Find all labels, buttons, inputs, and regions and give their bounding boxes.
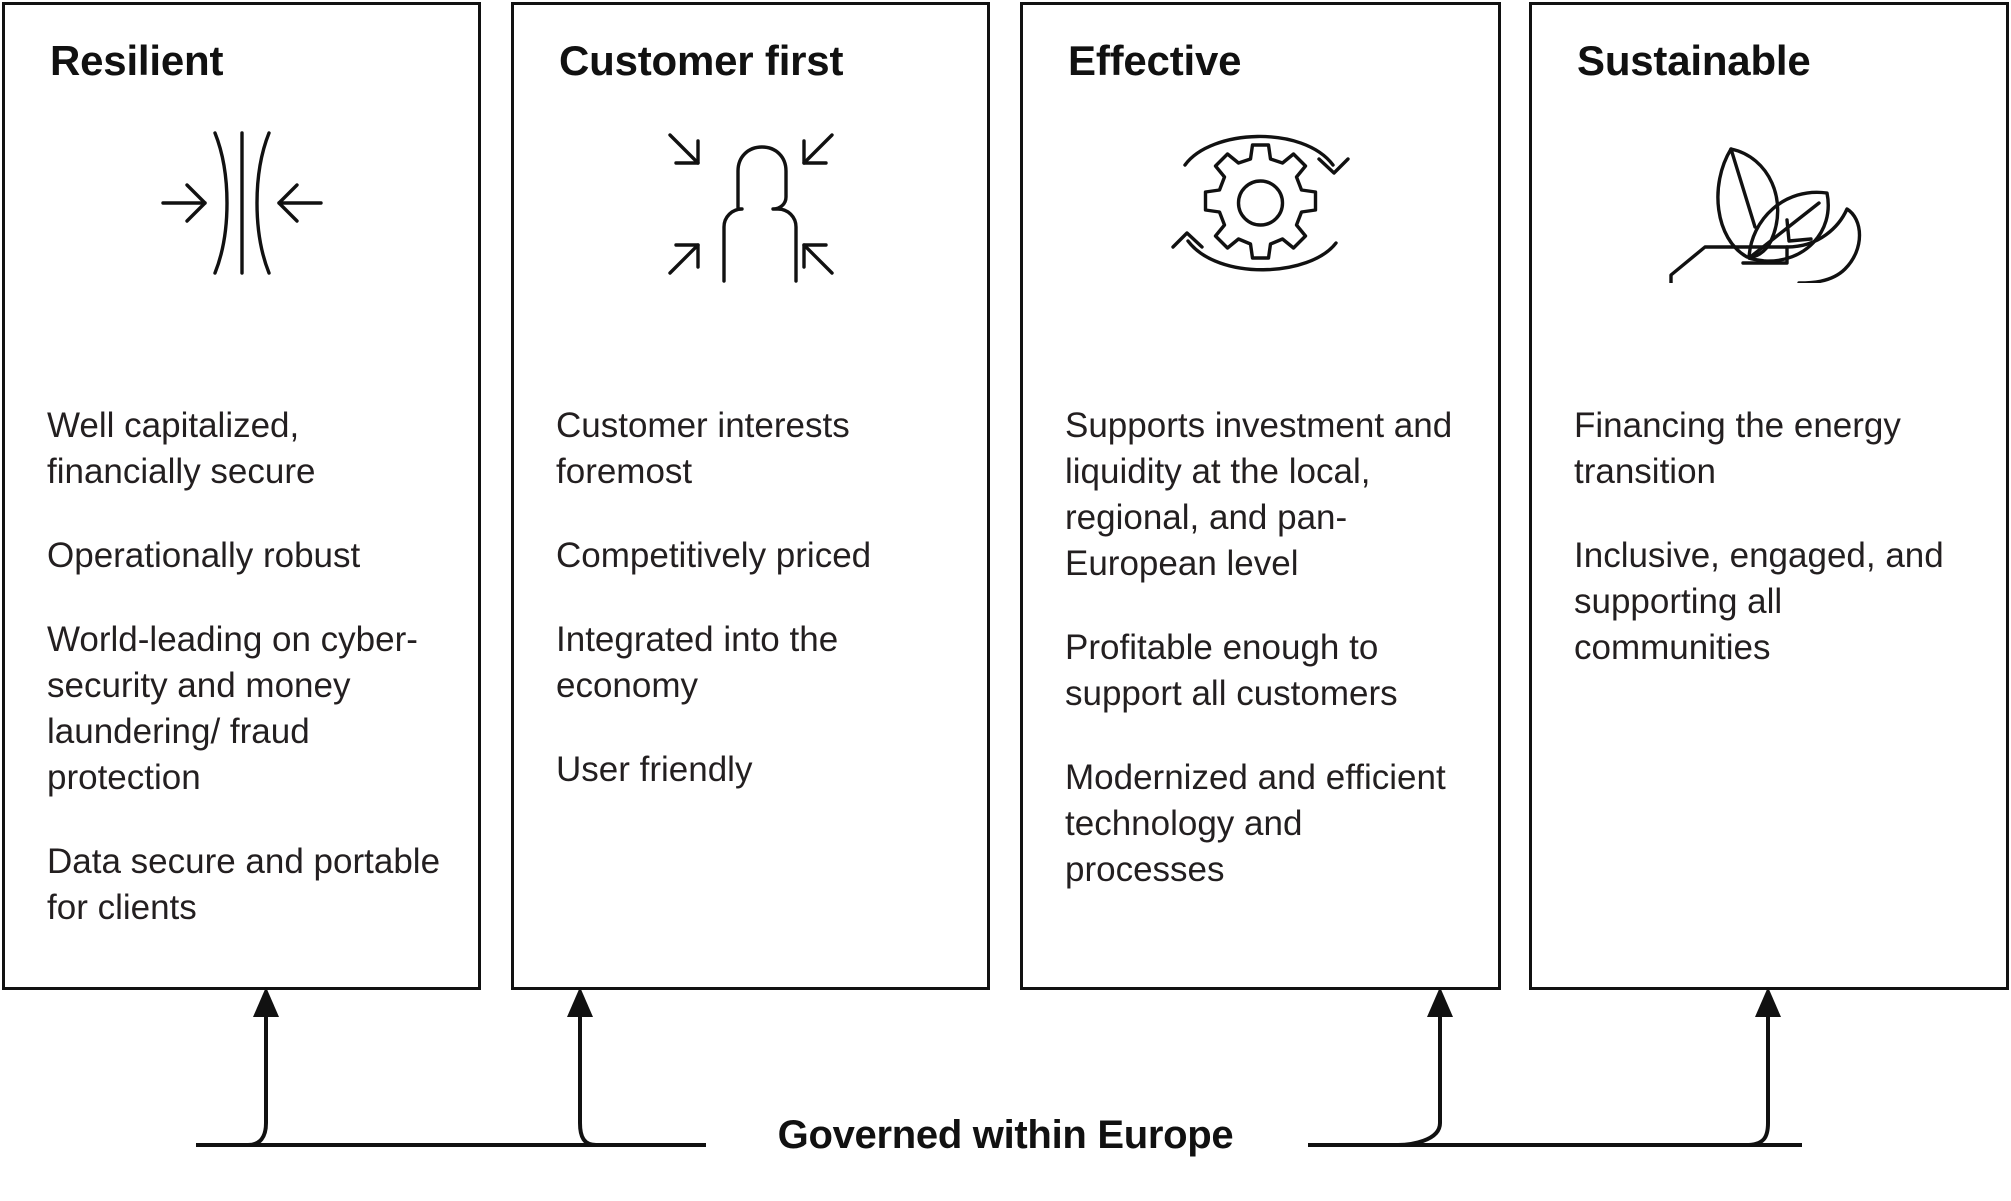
pillar-points-list: Customer interests foremost Competitivel… <box>556 403 963 793</box>
pillar-point: User friendly <box>556 750 753 789</box>
pillar-point: Modernized and efficient technology and … <box>1065 758 1446 889</box>
pillar-title: Sustainable <box>1577 37 1811 84</box>
pillar-point: Data secure and portable for clients <box>47 842 441 927</box>
governance-arrow-to-sustainable <box>1745 987 1781 1147</box>
pillar-point: Competitively priced <box>556 536 872 575</box>
governance-label: Governed within Europe <box>777 1113 1234 1157</box>
gear-cycle-icon <box>1023 123 1498 283</box>
pillar-point: Supports investment and liquidity at the… <box>1065 406 1453 583</box>
pillar-title: Effective <box>1068 37 1242 84</box>
governance-arrow-to-effective <box>1397 987 1453 1147</box>
pillar-point: Well capitalized, financially secure <box>47 406 316 491</box>
pillar-points-list: Well capitalized, financially secure Ope… <box>47 403 454 931</box>
pillar-point: World-leading on cyber-security and mone… <box>47 620 418 797</box>
resilience-arrows-icon <box>5 123 478 283</box>
pillar-point: Financing the energy transition <box>1574 406 1901 491</box>
pillar-point: Integrated into the economy <box>556 620 839 705</box>
pillar-card-effective[interactable]: Effective Supports investment and liquid… <box>1020 2 1501 990</box>
pillar-card-sustainable[interactable]: Sustainable Financing the energy transit… <box>1529 2 2009 990</box>
governance-connector: Governed within Europe <box>0 985 2011 1201</box>
pillar-card-customer-first[interactable]: Customer first Customer interests forem <box>511 2 990 990</box>
pillar-card-resilient[interactable]: Resilient Well capitalized, financially … <box>2 2 481 990</box>
hand-leaf-icon <box>1532 123 2006 283</box>
pillar-point: Customer interests foremost <box>556 406 850 491</box>
pillar-point: Profitable enough to support all custome… <box>1065 628 1398 713</box>
pillar-title: Resilient <box>50 37 224 84</box>
pillar-point: Inclusive, engaged, and supporting all c… <box>1574 536 1944 667</box>
customer-person-focus-icon <box>514 123 987 283</box>
pillar-points-list: Financing the energy transition Inclusiv… <box>1574 403 1982 671</box>
pillars-row: Resilient Well capitalized, financially … <box>2 2 2009 990</box>
pillar-points-list: Supports investment and liquidity at the… <box>1065 403 1474 893</box>
pillar-title: Customer first <box>559 37 844 84</box>
pillar-point: Operationally robust <box>47 536 361 575</box>
